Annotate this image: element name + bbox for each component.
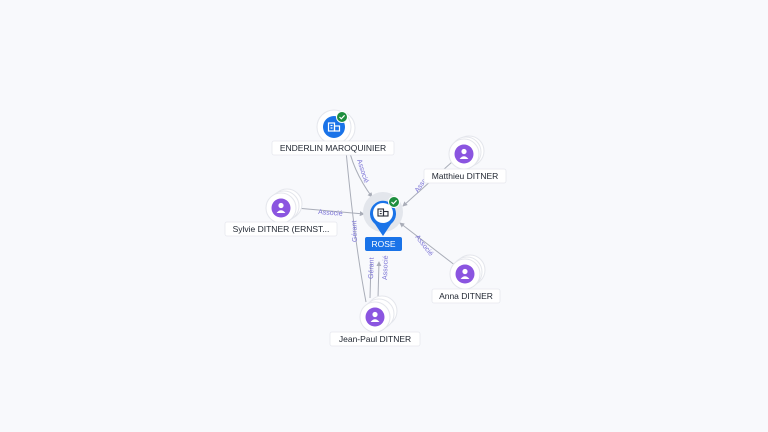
edge-sylvie-center: Associé [295,207,365,218]
edge-anna-center: Associé [399,222,457,267]
person-icon [276,202,286,213]
node-label-matthieu: Matthieu DITNER [432,171,499,181]
edge-label-anna: Associé [413,234,434,258]
node-matthieu[interactable]: Matthieu DITNER [423,135,507,184]
person-icon [460,268,470,279]
node-label-sylvie: Sylvie DITNER (ERNST... [233,224,330,234]
edge-label-enderlin: Associé [355,158,369,184]
node-sylvie[interactable]: Sylvie DITNER (ERNST... [224,188,338,237]
company-building-icon [377,208,389,217]
node-enderlin[interactable]: ENDERLIN MAROQUINIER [271,109,395,156]
company-building-icon [327,122,341,132]
person-icon [370,311,380,322]
node-center-rose[interactable]: ROSE [363,192,403,251]
edge-label-jeanpaul-gerant: Gérant [368,257,376,279]
edge-jeanpaul-center: Gérant Associé [368,255,390,299]
edge-label-jeanpaul-associe: Associé [382,255,390,280]
edge-label-sylvie: Associé [318,209,343,218]
node-anna[interactable]: Anna DITNER [431,254,501,304]
node-jeanpaul[interactable]: Jean-Paul DITNER [329,295,421,347]
person-icon [459,148,469,159]
node-label-center: ROSE [371,239,395,249]
node-label-anna: Anna DITNER [439,291,493,301]
verified-check-icon [388,196,400,208]
node-label-enderlin: ENDERLIN MAROQUINIER [280,143,386,153]
node-label-jeanpaul: Jean-Paul DITNER [339,334,411,344]
verified-check-icon [336,111,348,123]
edge-label-jeanpaul-enderlin: Gérant [351,220,359,242]
edge-jeanpaul-enderlin: Gérant [342,139,367,303]
